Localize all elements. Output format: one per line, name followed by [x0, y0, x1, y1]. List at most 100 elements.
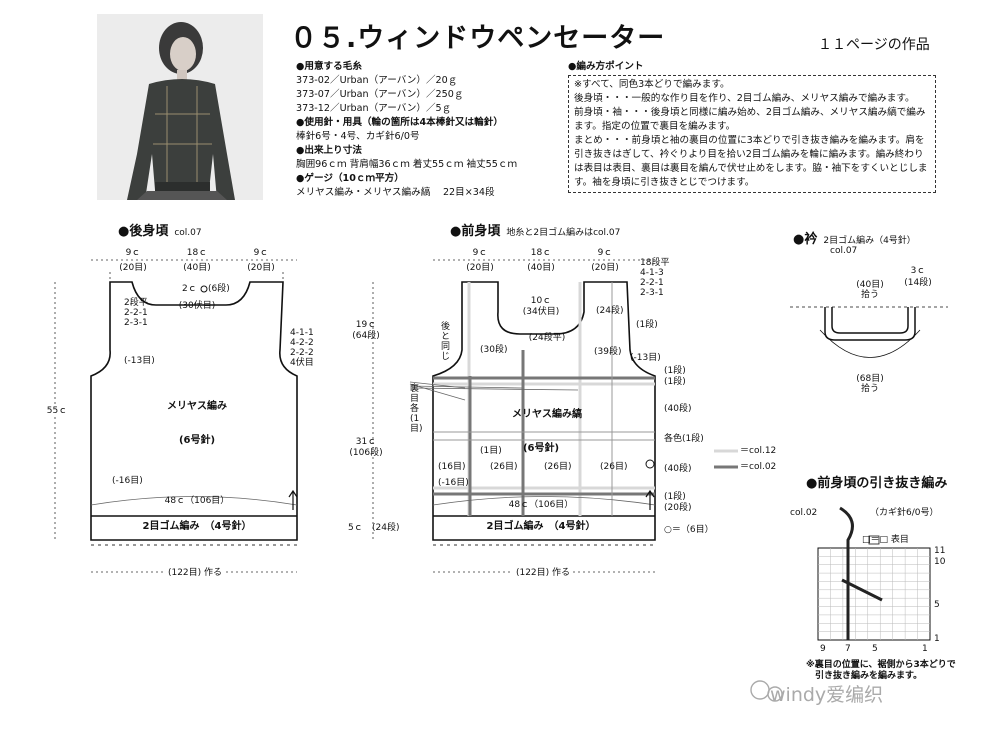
back-body-label: メリヤス編み: [167, 401, 227, 412]
size-line: 胸囲96ｃｍ 背肩幅36ｃｍ 着丈55ｃｍ 袖丈55ｃｍ: [296, 159, 518, 170]
points-heading: ●編み方ポイント: [568, 61, 644, 72]
gauge-heading: ●ゲージ（10ｃｍ平方）: [296, 173, 404, 184]
front-rows39: (39段): [594, 347, 622, 357]
slip-col: col.02: [790, 508, 818, 518]
yarn-heading: ●用意する毛糸: [296, 61, 362, 72]
front-minus16: (-16目): [438, 478, 469, 488]
front-st16: (16目): [438, 462, 466, 472]
front-contrast: 各色(1段): [664, 434, 704, 444]
slip-col-5: 5: [872, 644, 878, 654]
front-st26a: (26目): [490, 462, 518, 472]
slip-row-10: 10: [934, 557, 946, 567]
front-r20: (20段): [664, 503, 692, 513]
back-height: 55ｃ: [46, 406, 68, 416]
front-needle: (6号針): [522, 443, 560, 454]
front-width: 48ｃ（106目）: [508, 500, 574, 510]
front-cast-on: (122目) 作る: [512, 568, 574, 578]
up-arrow-icon: [645, 489, 655, 510]
front-same-back: 後と同じ: [441, 322, 451, 362]
slip-col-7: 7: [845, 644, 851, 654]
front-neck-dec: 18段平 4-1-3 2-2-1 2-3-1: [640, 258, 670, 298]
back-arm-side: (-13目): [124, 356, 155, 366]
back-arm-dec: 4-1-1 4-2-2 2-2-2 4伏目: [290, 328, 314, 368]
back-minus16: (-16目): [112, 476, 143, 486]
back-top-st2: (40目): [183, 263, 211, 273]
front-top-w2: 18ｃ: [530, 248, 552, 258]
front-top-st1: (20目): [466, 263, 494, 273]
gauge-line: メリヤス編み・メリヤス編み縞 22目×34段: [296, 187, 495, 198]
front-neck-w: 10ｃ: [530, 296, 552, 306]
slip-col-9: 9: [820, 644, 826, 654]
legend-col02: ＝col.02: [740, 462, 777, 472]
front-row1: (1段): [636, 320, 658, 330]
chart-grid: [818, 548, 930, 640]
front-st26c: (26目): [600, 462, 628, 472]
back-top-st1: (20目): [119, 263, 147, 273]
tools-line: 棒針6号・4号、カギ針6/0号: [296, 131, 420, 142]
front-minus13: (-13目): [630, 353, 661, 363]
slip-chart: [817, 547, 931, 641]
front-rows24: (24段): [596, 306, 624, 316]
symbol-circle: [200, 285, 208, 293]
collar-color: col.07: [830, 246, 858, 256]
back-neck-bind: (30伏目): [178, 301, 216, 311]
front-r1b: (1段): [664, 377, 686, 387]
up-arrow-icon: [288, 489, 298, 510]
slip-note: ※裏目の位置に、裾側から3本どりで 引き抜き編みを編みます。: [806, 660, 956, 681]
slip-hook: （カギ針6/0号）: [870, 508, 939, 518]
armhole-height: 19ｃ: [355, 320, 377, 330]
front-r1c: (1段): [664, 492, 686, 502]
size-heading: ●出来上り寸法: [296, 145, 362, 156]
slip-heading: ●前身頃の引き抜き編み: [806, 476, 948, 491]
back-top-st3: (20目): [247, 263, 275, 273]
slip-row-5: 5: [934, 600, 940, 610]
front-r40a: (40段): [664, 404, 692, 414]
symbol-circle: [645, 459, 655, 469]
crochet-hook-icon: [839, 506, 854, 640]
back-top-w3: 9ｃ: [253, 248, 269, 258]
body-rows: (106段): [349, 448, 383, 458]
front-rows24b: (24段平): [528, 333, 566, 343]
front-top-w3: 9ｃ: [597, 248, 613, 258]
front-rib: 2目ゴム編み （4号針）: [486, 521, 596, 532]
front-r1a: (1段): [664, 366, 686, 376]
front-st26b: (26目): [544, 462, 572, 472]
back-top-w1: 9ｃ: [125, 248, 141, 258]
slip-key: □＝□ 表目: [862, 535, 909, 545]
knitting-points: ●編み方ポイント ※すべて、同色3本どりで編みます。 後身頃・・・一般的な作り目…: [568, 60, 936, 193]
tools-heading: ●使用針・用具（輪の箇所は4本棒針又は輪針）: [296, 117, 503, 128]
front-r40b: (40段): [664, 464, 692, 474]
front-top-w1: 9ｃ: [472, 248, 488, 258]
collar-st40: (40目) 拾う: [856, 280, 884, 300]
back-width: 48ｃ（106目）: [164, 496, 230, 506]
back-neck-rows: (6段): [208, 284, 230, 294]
slip-row-11: 11: [934, 546, 946, 556]
back-rib: 2目ゴム編み （4号針）: [142, 521, 252, 532]
front-top-st3: (20目): [591, 263, 619, 273]
front-neck-bind: (34伏目): [522, 307, 560, 317]
back-needle: (6号針): [178, 435, 216, 446]
yarn-line: 373-02／Urban（アーバン）／20ｇ: [296, 75, 458, 86]
front-outline: [432, 281, 656, 541]
chat-bubble-icon: [750, 680, 783, 702]
armhole-rows: (64段): [352, 331, 380, 341]
slip-col-1: 1: [922, 644, 928, 654]
collar-st68: (68目) 拾う: [856, 374, 884, 394]
collar-w3: 3ｃ: [910, 266, 926, 276]
front-purl: 裏目各(1目): [410, 384, 423, 434]
yarn-line: 373-12／Urban（アーバン）／5ｇ: [296, 103, 452, 114]
yarn-line: 373-07／Urban（アーバン）／250ｇ: [296, 89, 464, 100]
front-heading: ●前身頃地糸と2目ゴム編みはcol.07: [450, 224, 621, 239]
back-neck-depth: 2ｃ: [182, 284, 197, 294]
front-st1a: (1目): [480, 446, 502, 456]
collar-r14: (14段): [904, 278, 932, 288]
points-text: ※すべて、同色3本どりで編みます。 後身頃・・・一般的な作り目を作り、2目ゴム編…: [568, 75, 936, 193]
page-reference: １１ページの作品: [818, 37, 930, 53]
body-height: 31ｃ: [355, 437, 377, 447]
page-title: ０５.ウィンドウペンセーター: [290, 23, 666, 54]
materials-block: ●用意する毛糸 373-02／Urban（アーバン）／20ｇ 373-07／Ur…: [296, 60, 517, 200]
front-body-label: メリヤス編み縞: [512, 409, 582, 420]
